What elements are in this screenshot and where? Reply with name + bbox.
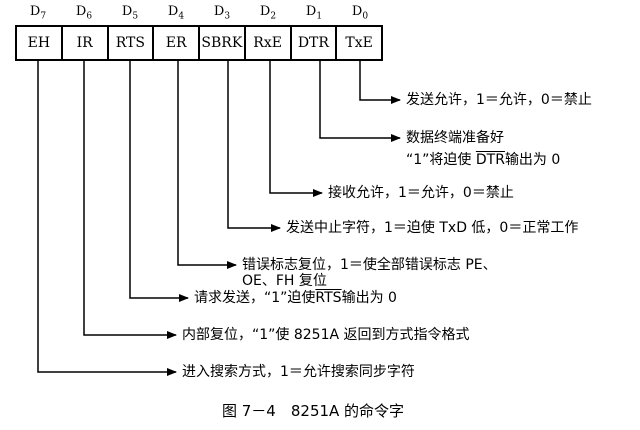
bit-label-d2: D2 bbox=[259, 4, 277, 22]
desc-d0: 发送允许，1＝允许，0＝禁止 bbox=[406, 92, 592, 108]
desc-d4-line1: 错误标志复位，1＝使全部错误标志 PE、 bbox=[242, 257, 497, 273]
connector-d4 bbox=[177, 61, 237, 269]
desc-d1-line2: “1”将迫使 DTR输出为 0 bbox=[406, 151, 560, 169]
register-cell-sbrk: SBRK bbox=[200, 27, 246, 59]
bit-label-d4: D4 bbox=[167, 4, 185, 22]
register-cell-er: ER bbox=[154, 27, 200, 59]
desc-d1-text-c: 输出为 0 bbox=[504, 152, 561, 168]
desc-d2: 接收允许，1＝允许，0＝禁止 bbox=[328, 185, 514, 201]
register-cell-ir: IR bbox=[63, 27, 109, 59]
bit-label-d6: D6 bbox=[75, 4, 93, 22]
desc-d5: 请求发送，“1”迫使RTS输出为 0 bbox=[194, 289, 397, 307]
desc-d3: 发送中止字符，1＝迫使 TxD 低，0＝正常工作 bbox=[286, 220, 579, 236]
connector-d5 bbox=[129, 61, 189, 302]
bit-label-d0: D0 bbox=[351, 4, 369, 22]
desc-d5-signal: RTS bbox=[315, 290, 342, 306]
connector-d7 bbox=[37, 61, 177, 376]
register-cell-txe: TxE bbox=[345, 35, 373, 51]
bit-label-d5: D5 bbox=[121, 4, 139, 22]
register-cell-eh: EH bbox=[17, 27, 63, 59]
register-cell-rxe: RxE bbox=[246, 27, 292, 59]
connector-d2 bbox=[269, 61, 323, 197]
desc-d1-text-a: “1”将迫使 bbox=[406, 152, 476, 168]
register-cell-dtr: DTR bbox=[292, 27, 338, 59]
bit-label-d1: D1 bbox=[305, 4, 323, 22]
register-cell-rts: RTS bbox=[109, 27, 155, 59]
desc-d5-text-a: 请求发送，“1”迫使 bbox=[194, 290, 316, 306]
desc-d6: 内部复位，“1”使 8251A 返回到方式指令格式 bbox=[182, 327, 470, 343]
desc-d7: 进入搜索方式，1＝允许搜索同步字符 bbox=[182, 364, 415, 380]
desc-d4-line2: OE、FH 复位 bbox=[242, 273, 327, 289]
connector-d1 bbox=[319, 61, 401, 142]
command-register: EH IR RTS ER SBRK RxE DTR TxE bbox=[15, 25, 383, 61]
bit-label-d3: D3 bbox=[213, 4, 231, 22]
figure-caption: 图 7－4 8251A 的命令字 bbox=[222, 402, 405, 420]
desc-d1-line1: 数据终端准备好 bbox=[406, 130, 504, 146]
connector-d6 bbox=[83, 61, 177, 339]
desc-d5-text-c: 输出为 0 bbox=[341, 290, 397, 306]
connector-d3 bbox=[227, 61, 281, 232]
desc-d1-signal: DTR bbox=[475, 152, 505, 168]
bit-label-d7: D7 bbox=[29, 4, 47, 22]
connector-d0 bbox=[359, 61, 401, 104]
